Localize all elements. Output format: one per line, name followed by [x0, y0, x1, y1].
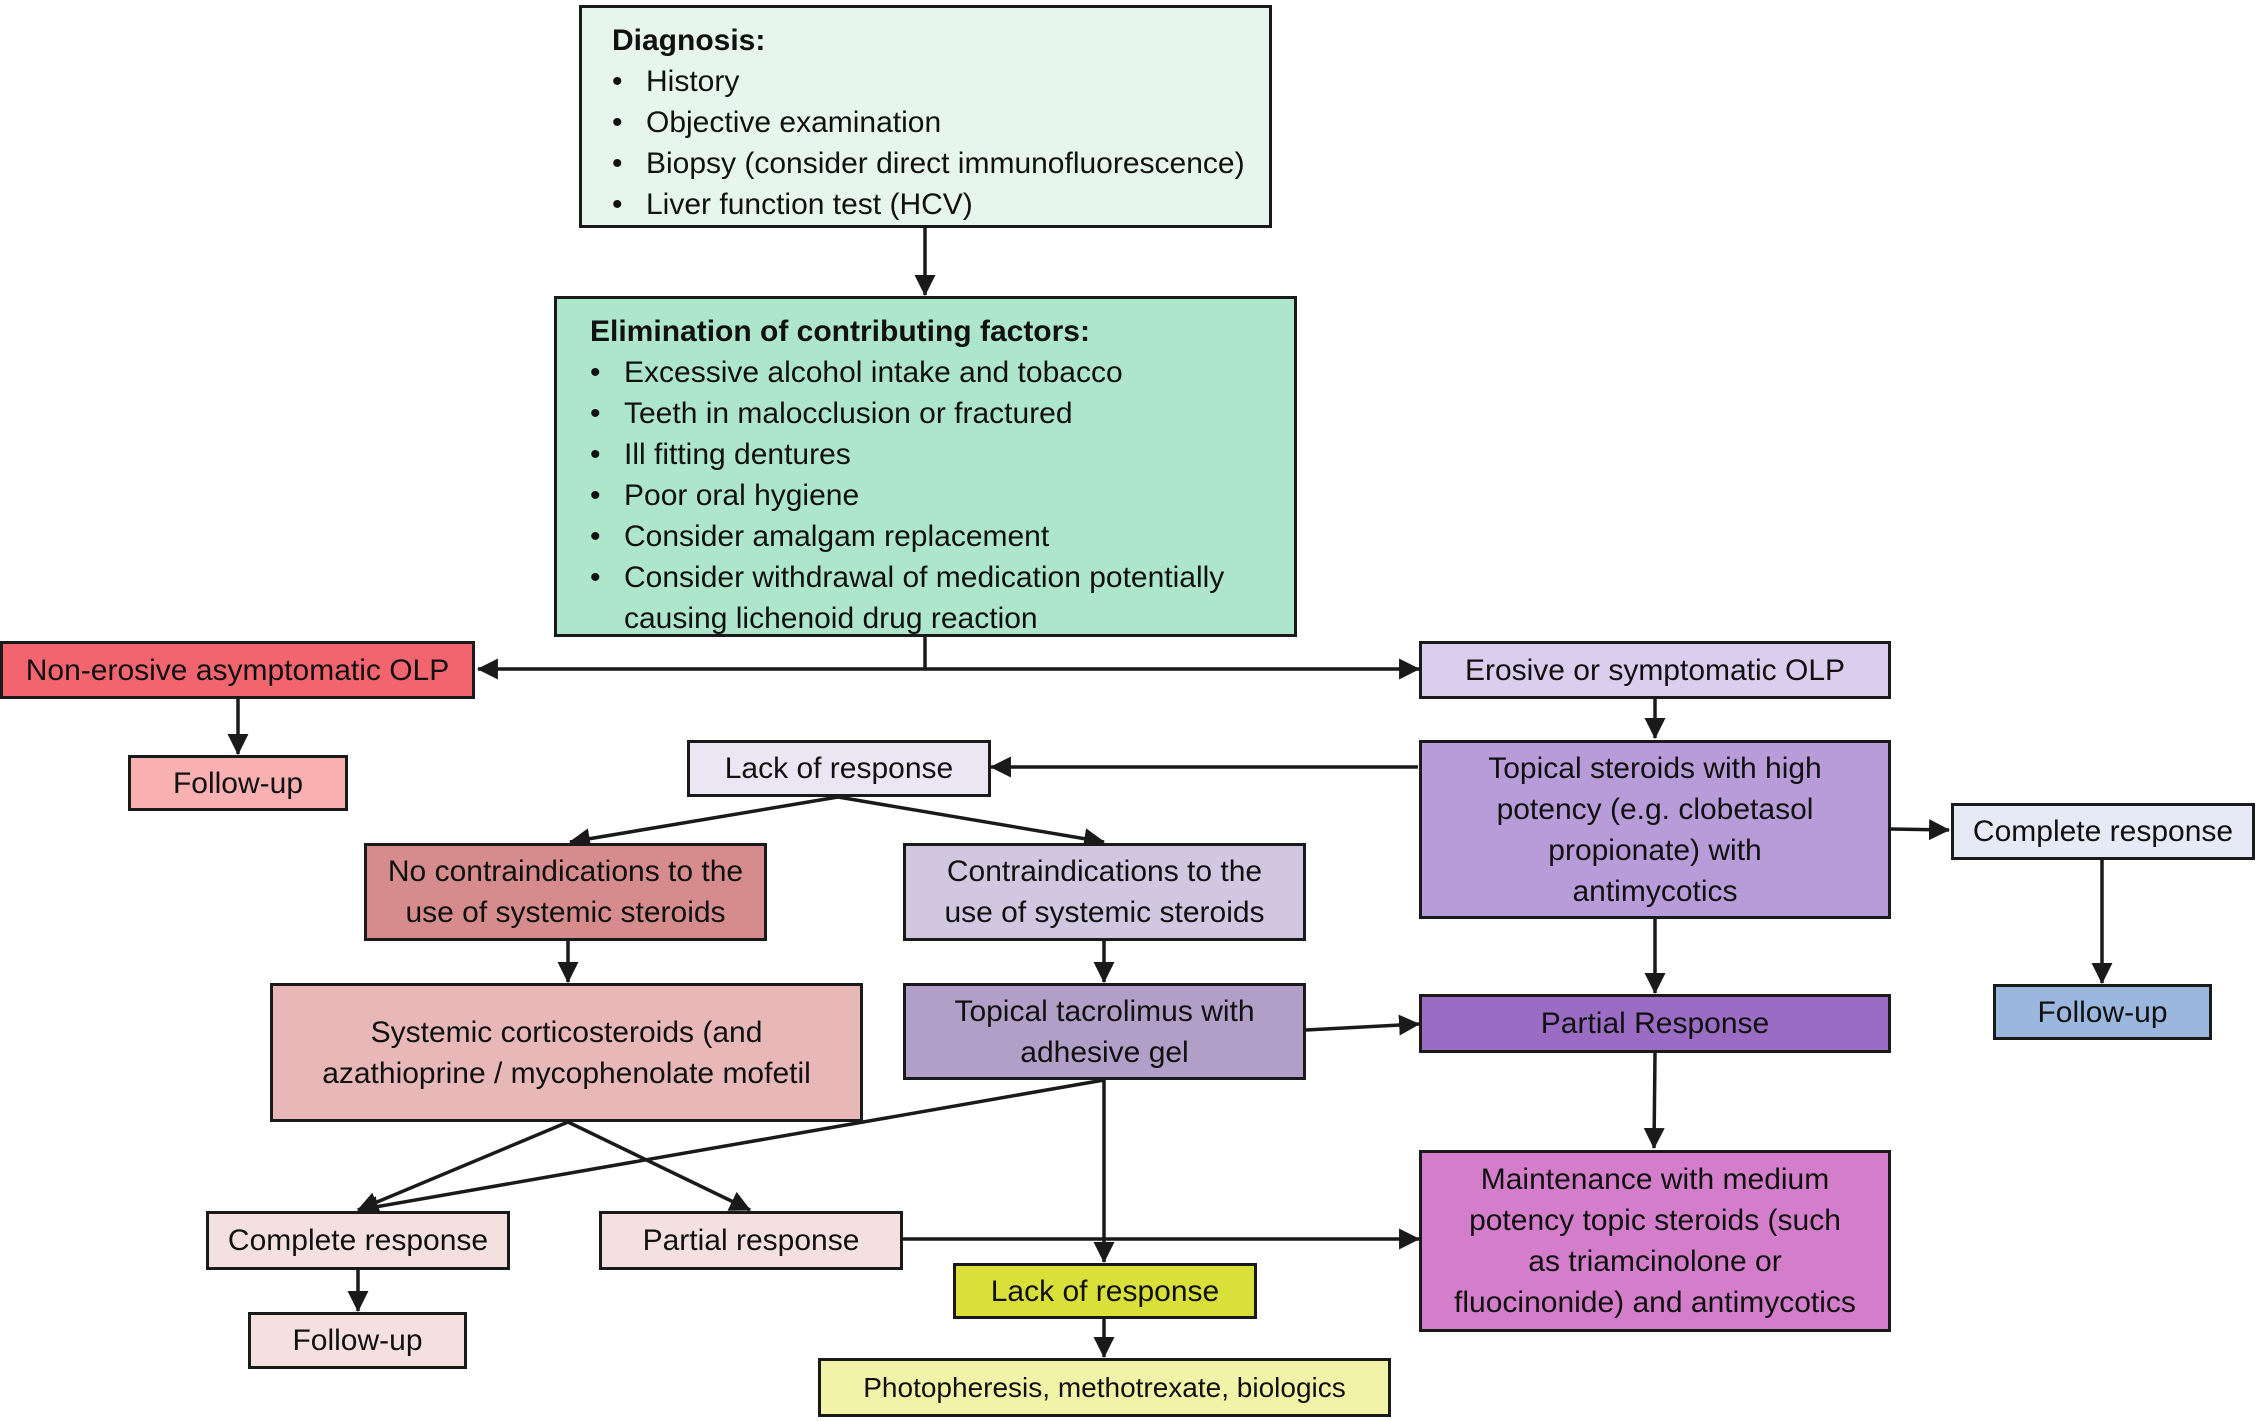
- topical-steroids-box: Topical steroids with high potency (e.g.…: [1419, 740, 1891, 919]
- elimination-list: Excessive alcohol intake and tobacco Tee…: [590, 352, 1276, 639]
- list-item: Objective examination: [612, 102, 1251, 143]
- edge-topical-to-complete: [1890, 819, 1951, 841]
- list-item: Ill fitting dentures: [590, 434, 1276, 475]
- partial-response-right-box: Partial Response: [1419, 994, 1891, 1053]
- lack-of-response-bottom-box: Lack of response: [953, 1263, 1257, 1319]
- list-item: History: [612, 61, 1251, 102]
- list-item: Poor oral hygiene: [590, 475, 1276, 516]
- followup-right-box: Follow-up: [1993, 984, 2212, 1040]
- complete-response-right-box: Complete response: [1951, 803, 2255, 860]
- lack-of-response-top-box: Lack of response: [687, 740, 991, 797]
- edge-partial-to-maintenance: [1643, 1052, 1665, 1150]
- edge-lack-to-contra: [837, 795, 1106, 850]
- list-item: Teeth in malocclusion or fractured: [590, 393, 1276, 434]
- diagnosis-box: Diagnosis: History Objective examination…: [579, 5, 1272, 228]
- edge-lack-to-nocontra: [568, 795, 839, 850]
- non-erosive-olp-box: Non-erosive asymptomatic OLP: [0, 641, 475, 699]
- list-item: Consider amalgam replacement: [590, 516, 1276, 557]
- maintenance-box: Maintenance with medium potency topic st…: [1419, 1150, 1891, 1332]
- diagnosis-title: Diagnosis:: [612, 24, 766, 57]
- edge-systemic-to-partial: [567, 1120, 751, 1212]
- photopheresis-box: Photopheresis, methotrexate, biologics: [818, 1358, 1391, 1417]
- followup-bottom-box: Follow-up: [248, 1312, 467, 1369]
- no-contraindications-box: No contraindications to the use of syste…: [364, 843, 767, 941]
- partial-response-left-box: Partial response: [599, 1211, 903, 1270]
- edge-elimination-split: [476, 637, 927, 680]
- list-item: Excessive alcohol intake and tobacco: [590, 352, 1276, 393]
- edge-tacrolimus-to-partial: [1305, 1014, 1421, 1036]
- edge-tacrolimus-to-complete: [356, 1078, 1105, 1217]
- systemic-corticosteroids-box: Systemic corticosteroids (and azathiopri…: [270, 983, 863, 1122]
- topical-tacrolimus-box: Topical tacrolimus with adhesive gel: [903, 983, 1306, 1080]
- list-item: Biopsy (consider direct immunofluorescen…: [612, 143, 1251, 184]
- list-item: Liver function test (HCV): [612, 184, 1251, 225]
- diagnosis-list: History Objective examination Biopsy (co…: [612, 61, 1251, 225]
- followup-left-box: Follow-up: [128, 755, 348, 811]
- erosive-olp-box: Erosive or symptomatic OLP: [1419, 641, 1891, 699]
- edge-systemic-to-complete: [357, 1120, 569, 1212]
- complete-response-left-box: Complete response: [206, 1211, 510, 1270]
- elimination-title: Elimination of contributing factors:: [590, 315, 1090, 348]
- elimination-box: Elimination of contributing factors: Exc…: [554, 296, 1297, 637]
- list-item: Consider withdrawal of medication potent…: [590, 557, 1276, 639]
- contraindications-box: Contraindications to the use of systemic…: [903, 843, 1306, 941]
